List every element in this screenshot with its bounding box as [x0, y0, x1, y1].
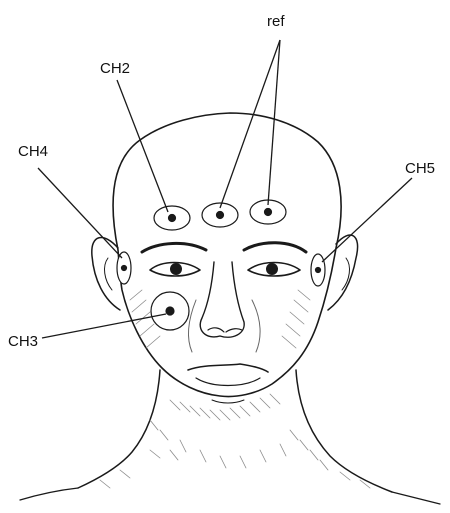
shading [100, 290, 370, 488]
labels: ref CH2 CH4 CH5 CH3 [8, 13, 435, 350]
right-ear [328, 235, 358, 310]
left-eyebrow [142, 243, 206, 252]
mouth [188, 364, 268, 372]
leader-lines [38, 40, 412, 338]
leader-ch2 [117, 80, 168, 212]
leader-ch3 [42, 314, 166, 338]
label-ref: ref [267, 13, 285, 30]
left-ear [92, 238, 120, 310]
leader-ref-1 [220, 40, 280, 208]
electrode-ch2 [154, 206, 190, 230]
head-outline [113, 113, 341, 397]
head-sketch [20, 113, 440, 504]
right-eyebrow [244, 243, 306, 252]
label-ch5: CH5 [405, 160, 435, 177]
shoulders [20, 488, 440, 504]
label-ch2: CH2 [100, 60, 130, 77]
neck [78, 370, 160, 488]
electrodes [117, 200, 325, 330]
leader-ref-2 [268, 40, 280, 205]
leader-ch5 [322, 178, 412, 262]
label-ch3: CH3 [8, 333, 38, 350]
nose [200, 262, 244, 337]
leader-ch4 [38, 168, 122, 258]
label-ch4: CH4 [18, 143, 48, 160]
electrode-ch4 [117, 252, 131, 284]
electrode-ch3 [151, 292, 189, 330]
electrode-ch5 [311, 254, 325, 286]
